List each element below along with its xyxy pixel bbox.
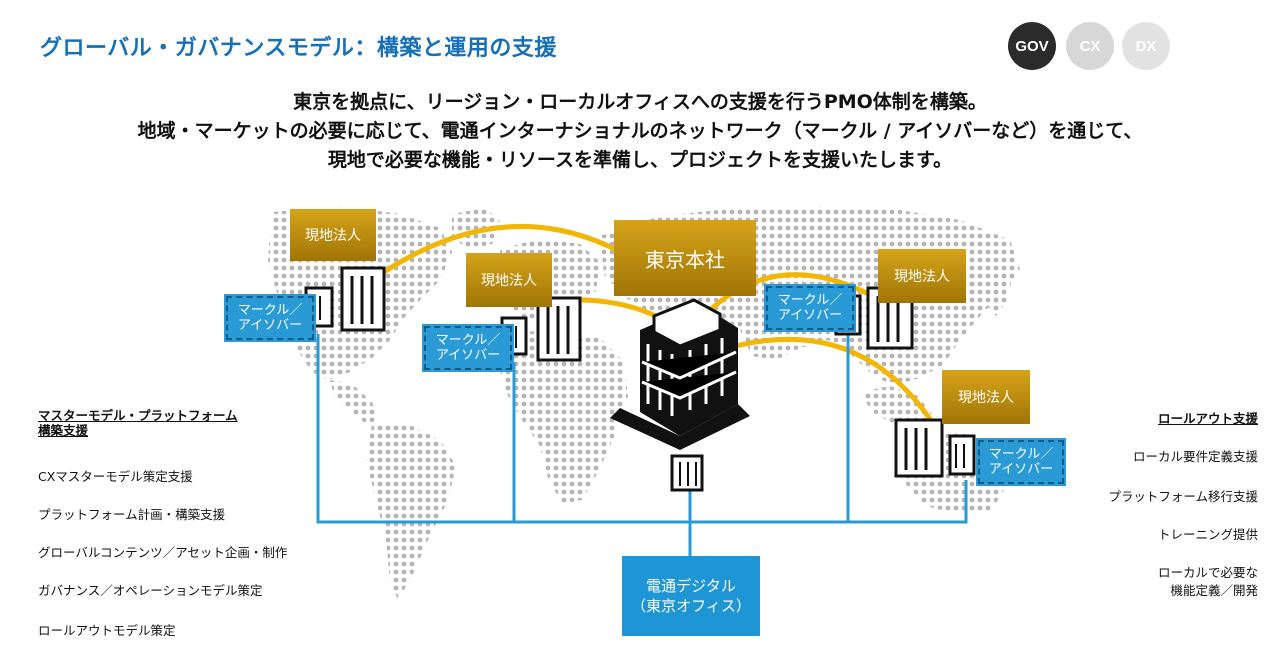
cx-badge[interactable]: CX	[1066, 22, 1114, 70]
intro-line-3: 現地で必要な機能・リソースを準備し、プロジェクトを支援いたします。	[327, 149, 953, 171]
left-panel-item: CXマスターモデル策定支援	[38, 469, 193, 484]
intro-line-2: 地域・マーケットの必要に応じて、電通インターナショナルのネットワーク（マークル …	[137, 120, 1143, 142]
building-icon-europe	[500, 296, 582, 362]
left-panel-heading-line1: マスターモデル・プラットフォーム	[38, 408, 238, 423]
tokyo-hq-box: 東京本社	[614, 220, 756, 296]
right-panel-item: ローカルで必要な	[1157, 565, 1258, 580]
network-label-line2: アイソバー	[237, 318, 303, 333]
network-label-line1: マークル／	[237, 303, 303, 318]
arc-hq-asia	[705, 272, 883, 315]
dentsu-label-line2: （東京オフィス）	[631, 597, 751, 615]
network-lines	[316, 328, 968, 556]
local-subsidiary-box-europe: 現地法人	[466, 253, 552, 307]
left-panel-item: グローバルコンテンツ／アセット企画・制作	[38, 545, 288, 560]
intro-text: 東京を拠点に、リージョン・ローカルオフィスへの支援を行うPMO体制を構築。 地域…	[0, 88, 1280, 175]
dx-badge[interactable]: DX	[1122, 22, 1170, 70]
network-box-americas: マークル／ アイソバー	[224, 294, 316, 342]
building-icon-small-center	[670, 454, 704, 492]
left-panel-item: ガバナンス／オペレーションモデル策定	[38, 583, 263, 598]
network-box-asia: マークル／ アイソバー	[764, 284, 856, 332]
network-label-line1: マークル／	[988, 447, 1054, 462]
right-panel-rollout: ロールアウト支援 ローカル要件定義支援 プラットフォーム移行支援 トレーニング提…	[1108, 408, 1258, 598]
right-panel-item: トレーニング提供	[1157, 527, 1258, 542]
left-panel-item: ロールアウトモデル策定	[38, 623, 176, 638]
dentsu-label-line1: 電通デジタル	[646, 577, 736, 595]
dentsu-digital-tokyo-box: 電通デジタル （東京オフィス）	[622, 556, 760, 636]
local-subsidiary-box-asia: 現地法人	[878, 249, 966, 303]
network-box-europe: マークル／ アイソバー	[422, 324, 514, 372]
building-icon-oceania	[894, 418, 976, 478]
left-panel-master-model: マスターモデル・プラットフォーム 構築支援 CXマスターモデル策定支援 プラット…	[38, 408, 287, 638]
gov-badge[interactable]: GOV	[1008, 22, 1056, 70]
local-subsidiary-box-oceania: 現地法人	[942, 370, 1030, 424]
left-panel-item: プラットフォーム計画・構築支援	[38, 507, 226, 522]
network-label-line1: マークル／	[435, 333, 501, 348]
network-label-line2: アイソバー	[777, 308, 843, 323]
right-panel-item: ローカル要件定義支援	[1132, 449, 1258, 464]
network-label-line2: アイソバー	[435, 348, 501, 363]
local-subsidiary-box-americas: 現地法人	[290, 209, 376, 261]
network-label-line2: アイソバー	[988, 462, 1054, 477]
left-panel-heading-line2: 構築支援	[38, 423, 89, 438]
hq-building-icon	[610, 298, 750, 450]
right-panel-heading: ロールアウト支援	[1157, 411, 1258, 426]
right-panel-item: 機能定義／開発	[1170, 583, 1258, 598]
intro-line-1: 東京を拠点に、リージョン・ローカルオフィスへの支援を行うPMO体制を構築。	[293, 91, 987, 113]
right-panel-item: プラットフォーム移行支援	[1108, 489, 1258, 504]
network-label-line1: マークル／	[777, 293, 843, 308]
page-title: グローバル・ガバナンスモデル：構築と運用の支援	[40, 36, 557, 61]
network-box-oceania: マークル／ アイソバー	[976, 438, 1066, 486]
